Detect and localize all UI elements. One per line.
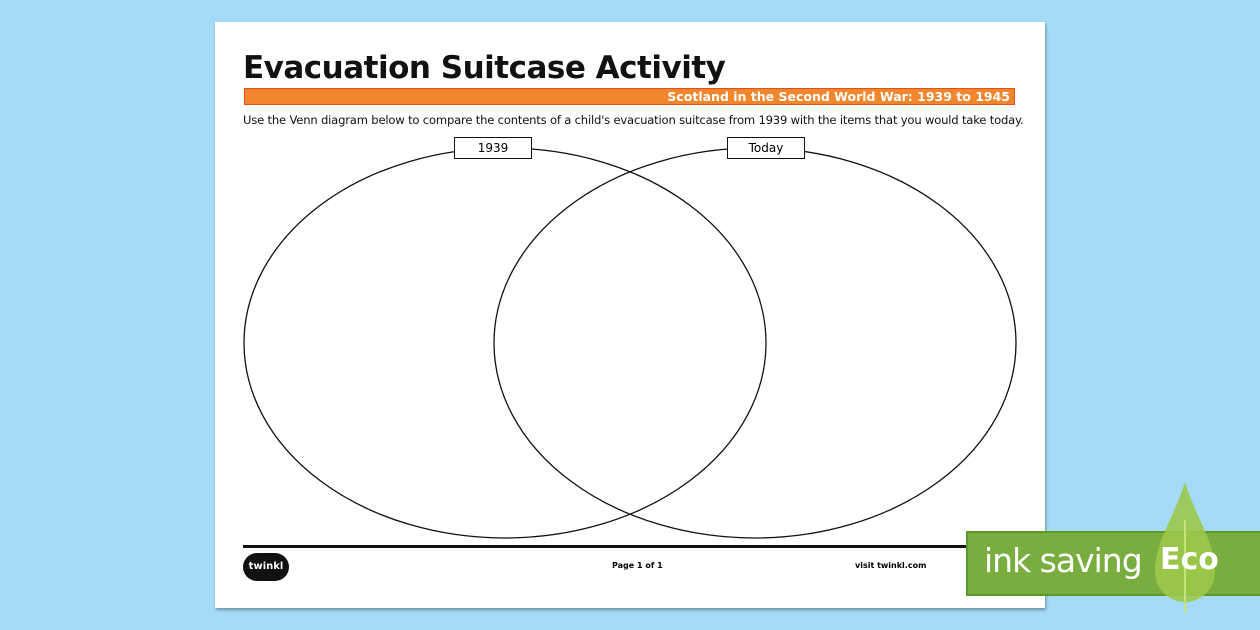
worksheet-page: Evacuation Suitcase Activity Scotland in… (215, 22, 1045, 608)
subtitle-band: Scotland in the Second World War: 1939 t… (244, 88, 1015, 105)
label-1939: 1939 (454, 137, 532, 159)
visit-link: visit twinkl.com (855, 561, 927, 570)
venn-circle-today (493, 147, 1017, 539)
footer-rule (243, 545, 1033, 548)
leaf-icon (1155, 482, 1215, 613)
venn-diagram (243, 147, 1017, 539)
twinkl-logo: twinkl (243, 553, 289, 581)
ink-saving-text: ink saving (984, 541, 1143, 580)
label-today: Today (727, 137, 805, 159)
page-number: Page 1 of 1 (612, 561, 663, 570)
subtitle: Scotland in the Second World War: 1939 t… (667, 89, 1010, 104)
page-title: Evacuation Suitcase Activity (243, 50, 726, 86)
venn-circle-1939 (243, 147, 767, 539)
instructions: Use the Venn diagram below to compare th… (243, 113, 1024, 127)
eco-badge: Eco (1160, 542, 1219, 577)
